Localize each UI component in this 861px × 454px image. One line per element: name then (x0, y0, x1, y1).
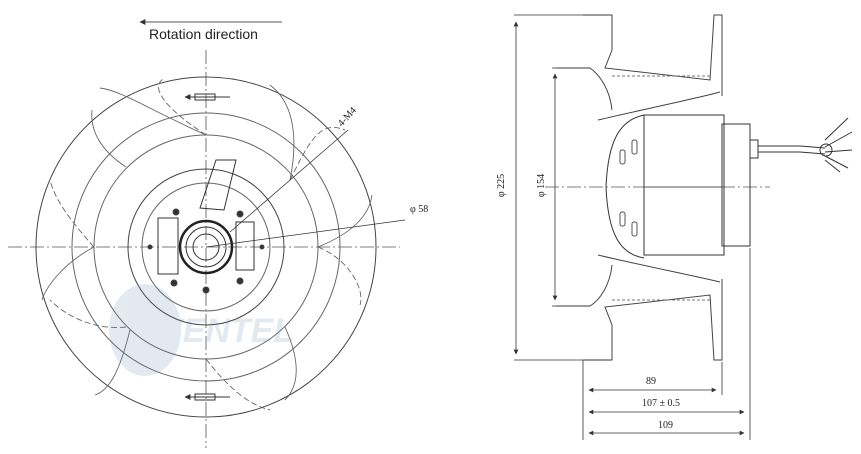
outer-diameter-label: φ 225 (496, 173, 508, 198)
impeller-inlet-ring (71, 112, 341, 382)
dim-89-label: 89 (646, 376, 656, 387)
front-view: VENTEL (8, 19, 406, 448)
ring-arrow-markers (184, 93, 230, 401)
motor-outer-ring (127, 168, 285, 326)
motor-hub (147, 159, 265, 294)
hole-leader-line (229, 129, 349, 233)
inlet-diameter-label: φ 154 (536, 173, 548, 198)
motor-inner-ring (141, 182, 271, 312)
motor-cable (758, 117, 853, 173)
center-lines (8, 50, 400, 448)
dim-107-label: 107 ± 0.5 (642, 398, 680, 409)
impeller-shroud (583, 14, 723, 361)
motor-label-plate-right (235, 221, 255, 271)
dim-109-label: 109 (658, 420, 673, 431)
watermark: VENTEL (109, 284, 294, 376)
hub-leader-line (205, 219, 406, 248)
shaft-inner (192, 233, 220, 261)
motor-body (605, 114, 759, 259)
backplate (597, 91, 721, 283)
shaft-middle (185, 226, 227, 268)
mounting-holes (147, 208, 265, 294)
inlet-curve (556, 67, 613, 307)
impeller-blades (41, 77, 373, 411)
hub-diameter-label: φ 58 (410, 204, 429, 215)
vertical-dimensions (513, 14, 610, 361)
impeller-outer-ring (35, 76, 377, 418)
horizontal-dimensions (582, 248, 751, 440)
cable-exit (199, 159, 237, 211)
side-view (513, 14, 853, 440)
rotation-direction-caption: Rotation direction (149, 26, 258, 42)
shaft-outer (178, 219, 234, 275)
svg-text:VENTEL: VENTEL (160, 312, 294, 350)
motor-label-plate-left (157, 217, 179, 275)
